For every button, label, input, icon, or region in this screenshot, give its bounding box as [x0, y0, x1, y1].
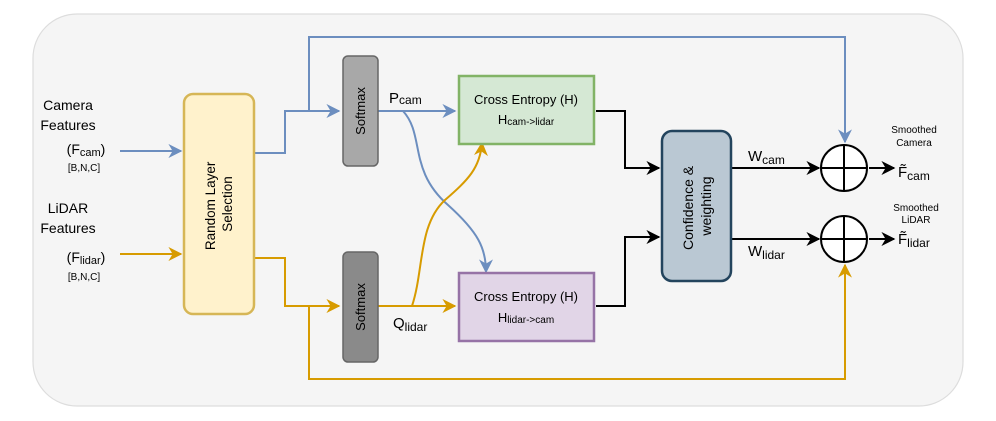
adder-top [820, 144, 868, 192]
confidence-label: Confidence & weighting [680, 162, 714, 250]
qlidar-to-ce-top [411, 141, 488, 307]
camera-input-shape: [B,N,C] [68, 163, 100, 174]
ce-bottom-symbol: Hlidar->cam [498, 310, 554, 326]
out-cam-line1: Smoothed [891, 125, 937, 136]
softmax-top-box [342, 55, 379, 167]
ce-bottom-box [457, 271, 596, 343]
pcam-label: Pcam [389, 90, 422, 107]
qlidar-label: Qlidar [393, 315, 427, 334]
camera-skip-line [308, 36, 852, 144]
wcam-label: Wcam [748, 148, 785, 167]
wlidar-label: Wlidar [748, 243, 785, 262]
ce-bottom-title: Cross Entropy (H) [474, 289, 578, 304]
lidar-input-shape: [B,N,C] [68, 272, 100, 283]
ce-top-to-confidence [596, 110, 661, 175]
out-lidar-symbol: F̃lidar [898, 231, 930, 250]
softmax-bottom-label: Softmax [353, 283, 368, 331]
out-lidar-line1: Smoothed [893, 203, 939, 214]
out-cam-line2: Camera [896, 138, 932, 149]
ce-bottom-to-confidence [596, 230, 661, 307]
lidar-branch-to-softmax [255, 257, 341, 313]
lidar-input-symbol: (Flidar) [67, 249, 106, 267]
softmax-bottom-box [342, 251, 379, 363]
random-layer-label: Random Layer Selection [203, 158, 235, 250]
lidar-input-line1: LiDAR [48, 200, 88, 216]
lidar-skip-line [308, 263, 852, 380]
confidence-box [660, 129, 733, 283]
camera-branch-to-softmax [255, 104, 341, 154]
ce-top-box [457, 74, 596, 146]
background-panel [32, 13, 964, 407]
ce-top-symbol: Hcam->lidar [498, 112, 555, 128]
softmax-top-label: Softmax [353, 87, 368, 135]
camera-input-symbol: (Fcam) [67, 141, 106, 159]
random-layer-box [182, 92, 256, 316]
pcam-to-ce-bottom [402, 110, 493, 274]
camera-input-line1: Camera [43, 97, 93, 113]
ce-top-title: Cross Entropy (H) [474, 92, 578, 107]
lidar-input-line2: Features [40, 220, 95, 236]
camera-input-line2: Features [40, 117, 95, 133]
out-cam-symbol: F̃cam [898, 164, 930, 183]
out-lidar-line2: LiDAR [902, 215, 931, 226]
adder-bottom [820, 215, 868, 263]
